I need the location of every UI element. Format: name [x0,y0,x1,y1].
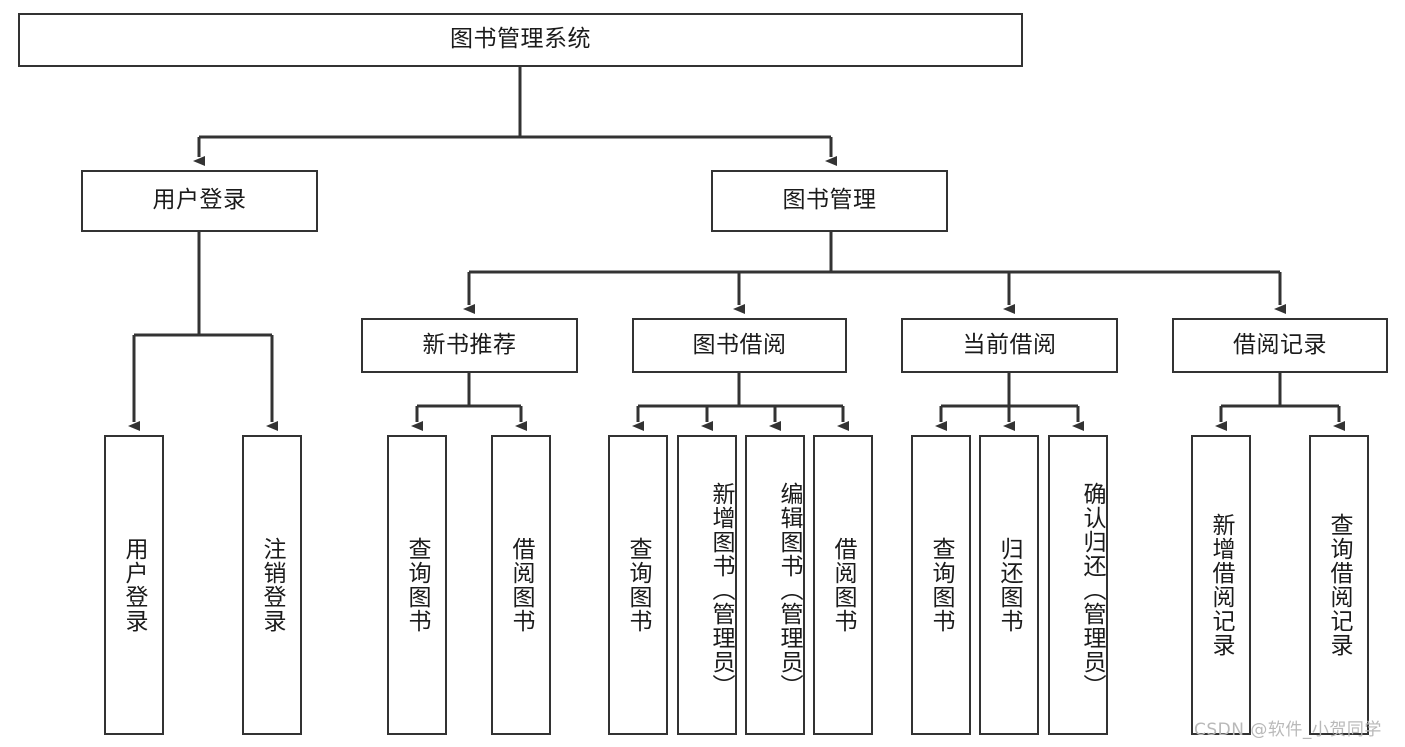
node-current-borrow[interactable]: 当前借阅 [901,318,1118,373]
leaf-current-borrow-return-books[interactable]: 归还图书 [979,435,1039,735]
leaf-borrow-record-add-record[interactable]: 新增借阅记录 [1191,435,1251,735]
leaf-user-login-signout[interactable]: 注销登录 [242,435,302,735]
leaf-user-login-signin[interactable]: 用户登录 [104,435,164,735]
leaf-book-borrow-add-book-admin[interactable]: 新增图书（管理员） [677,435,737,735]
leaf-borrow-record-query-record[interactable]: 查询借阅记录 [1309,435,1369,735]
csdn-watermark: CSDN @软件_小贺同学 [1194,720,1382,740]
leaf-new-book-query-books[interactable]: 查询图书 [387,435,447,735]
leaf-book-borrow-query-books[interactable]: 查询图书 [608,435,668,735]
leaf-current-borrow-confirm-return-admin[interactable]: 确认归还（管理员） [1048,435,1108,735]
leaf-current-borrow-query-books[interactable]: 查询图书 [911,435,971,735]
leaf-book-borrow-edit-book-admin[interactable]: 编辑图书（管理员） [745,435,805,735]
node-root-system[interactable]: 图书管理系统 [18,13,1023,67]
node-book-management[interactable]: 图书管理 [711,170,948,232]
node-new-book-recommend[interactable]: 新书推荐 [361,318,578,373]
node-user-login[interactable]: 用户登录 [81,170,318,232]
node-book-borrow[interactable]: 图书借阅 [632,318,847,373]
leaf-new-book-borrow-books[interactable]: 借阅图书 [491,435,551,735]
leaf-book-borrow-borrow-books[interactable]: 借阅图书 [813,435,873,735]
node-borrow-record[interactable]: 借阅记录 [1172,318,1388,373]
